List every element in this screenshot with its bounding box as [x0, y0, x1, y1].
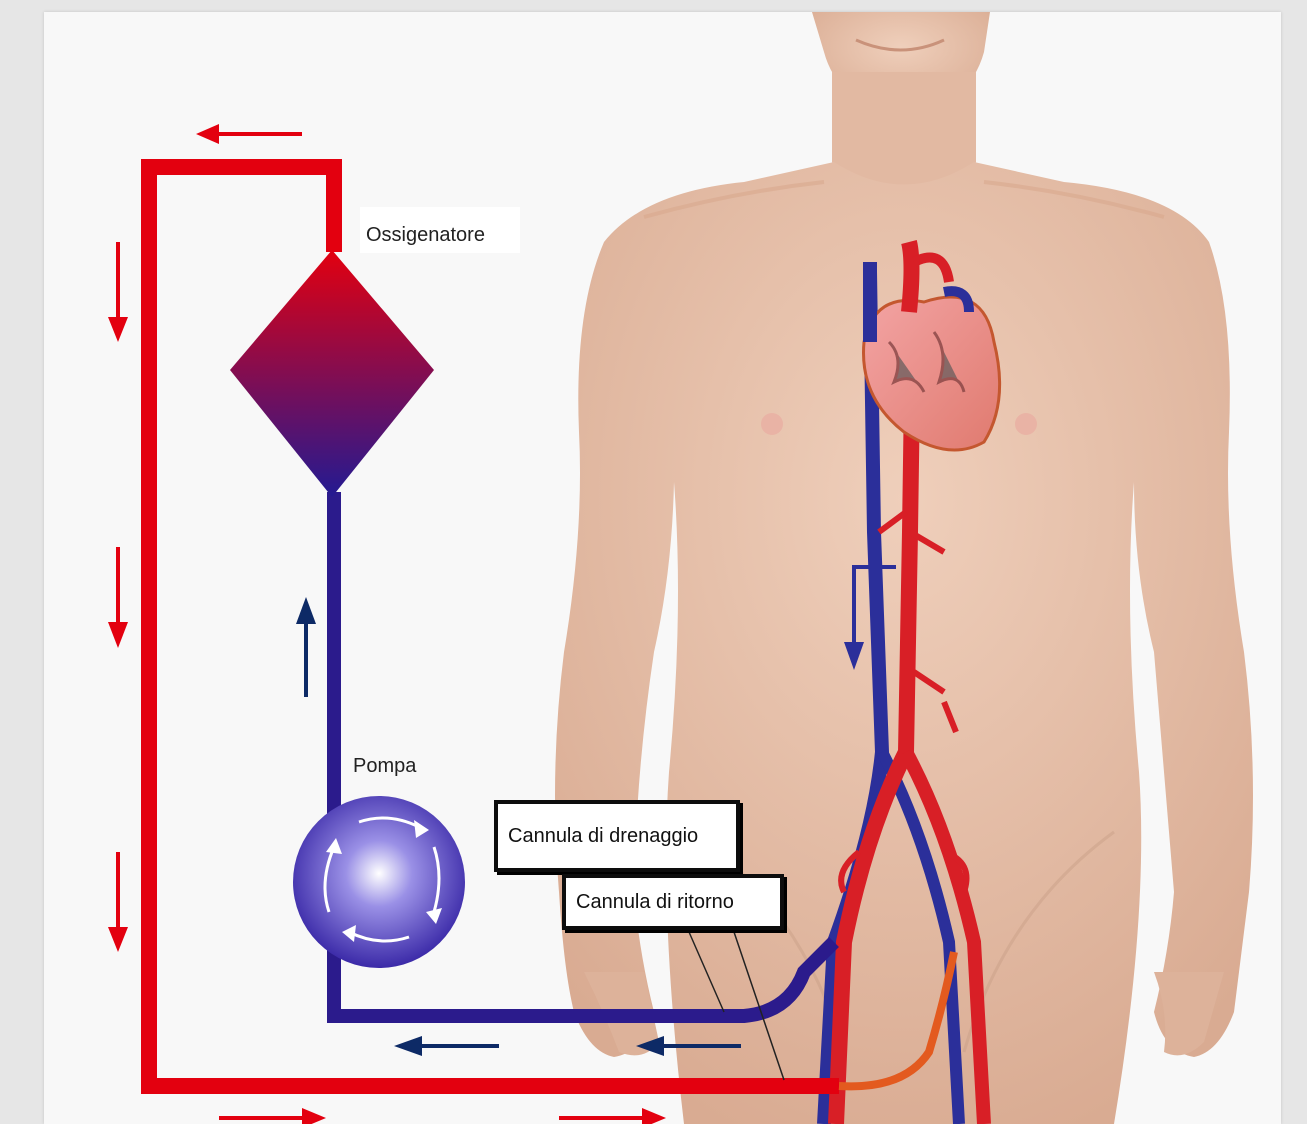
ecmo-circuit-diagram: Ossigenatore Pompa [44, 12, 1281, 1124]
nipple-left [761, 413, 783, 435]
return-cannula-label-box: Cannula di ritorno [562, 874, 784, 930]
drainage-cannula-label: Cannula di drenaggio [508, 825, 698, 848]
pump-label: Pompa [353, 755, 417, 777]
pump-shape [293, 796, 465, 968]
diagram-canvas: Ossigenatore Pompa Cannula di drenaggio … [44, 12, 1281, 1124]
oxygenator-label: Ossigenatore [366, 224, 485, 246]
return-cannula-label: Cannula di ritorno [576, 891, 734, 914]
oxygenator-shape [230, 250, 434, 497]
drainage-cannula-label-box: Cannula di drenaggio [494, 800, 740, 872]
nipple-right [1015, 413, 1037, 435]
